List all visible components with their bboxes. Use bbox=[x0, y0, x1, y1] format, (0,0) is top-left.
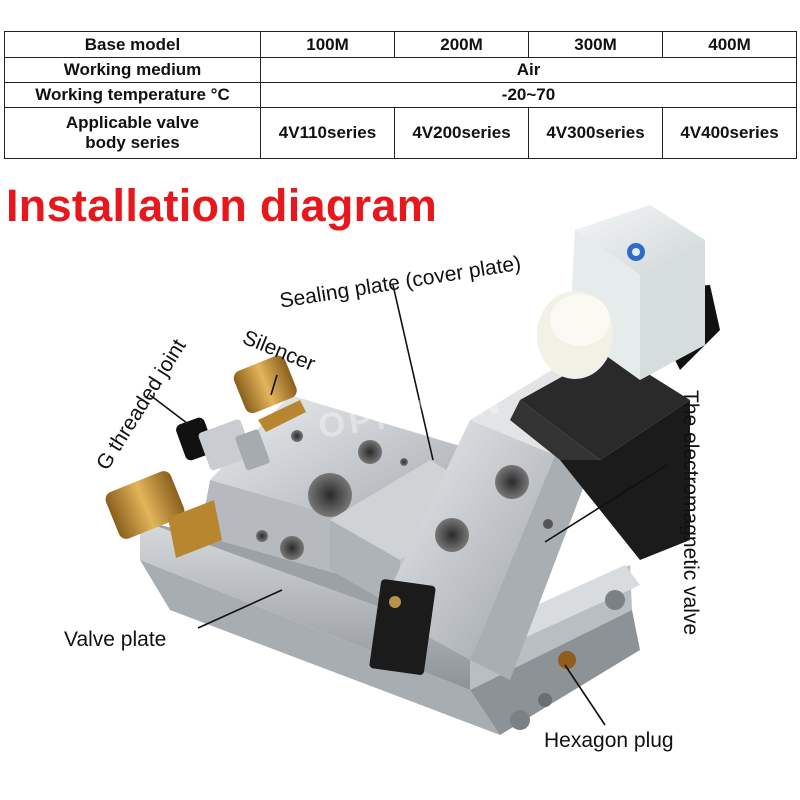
row-header-working-temperature: Working temperature °C bbox=[4, 82, 261, 108]
g-threaded-joint bbox=[176, 417, 270, 471]
table-row: Working medium Air bbox=[4, 57, 797, 83]
label-hexagon-plug: Hexagon plug bbox=[544, 729, 674, 752]
label-electromagnetic-valve: The electromagnetic valve bbox=[679, 390, 702, 636]
cell-300m: 300M bbox=[528, 31, 663, 58]
leader-lines bbox=[149, 284, 668, 726]
spec-table: Base model 100M 200M 300M 400M Working m… bbox=[4, 31, 797, 159]
cell-400m: 400M bbox=[662, 31, 797, 58]
leader-silencer bbox=[270, 374, 278, 396]
table-row: Working temperature °C -20~70 bbox=[4, 82, 797, 108]
cell-4v200: 4V200series bbox=[394, 107, 529, 159]
row-header-working-medium: Working medium bbox=[4, 57, 261, 83]
page-title: Installation diagram bbox=[6, 180, 438, 231]
leader-valve-plate bbox=[197, 589, 283, 629]
leader-hexagon-plug bbox=[564, 664, 606, 726]
cell-4v400: 4V400series bbox=[662, 107, 797, 159]
cell-working-temperature: -20~70 bbox=[260, 82, 797, 108]
row-header-line2: body series bbox=[85, 133, 180, 152]
label-valve-plate: Valve plate bbox=[64, 628, 167, 651]
leader-valve bbox=[544, 464, 668, 543]
row-header-applicable-valve: Applicable valve body series bbox=[4, 107, 261, 159]
leader-sealing-plate bbox=[392, 284, 434, 461]
silencer-lower bbox=[105, 471, 222, 558]
silencer-upper bbox=[233, 355, 306, 432]
cell-4v300: 4V300series bbox=[528, 107, 663, 159]
table-row: Applicable valve body series 4V110series… bbox=[4, 107, 797, 159]
cell-100m: 100M bbox=[260, 31, 395, 58]
hexagon-plug bbox=[538, 651, 576, 707]
electromagnetic-valve bbox=[369, 205, 720, 680]
leader-g-joint bbox=[149, 394, 197, 431]
row-header-line1: Applicable valve bbox=[65, 113, 200, 132]
cell-4v110: 4V110series bbox=[260, 107, 395, 159]
row-header-base-model: Base model bbox=[4, 31, 261, 58]
table-row: Base model 100M 200M 300M 400M bbox=[4, 31, 797, 58]
cell-working-medium: Air bbox=[260, 57, 797, 83]
